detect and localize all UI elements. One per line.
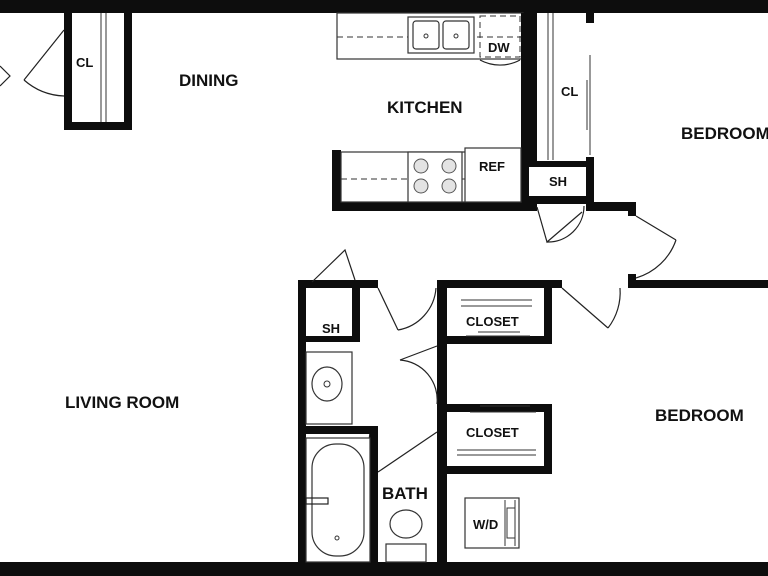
bath-fixtures bbox=[305, 351, 427, 563]
room-label-kitchen: KITCHEN bbox=[387, 98, 463, 117]
closet-label-dining: CL bbox=[76, 55, 93, 70]
kitchen-upper-counter bbox=[336, 12, 524, 66]
room-label-bedroom-2: BEDROOM bbox=[655, 406, 744, 425]
interior-walls bbox=[298, 202, 768, 572]
bedroom-1-closet bbox=[529, 13, 594, 244]
dishwasher-label: DW bbox=[488, 40, 510, 55]
room-label-living-room: LIVING ROOM bbox=[65, 393, 179, 412]
room-label-dining: DINING bbox=[179, 71, 239, 90]
kitchen-lower-counter bbox=[332, 13, 537, 211]
laundry-closet bbox=[464, 497, 520, 549]
room-label-bedroom-1: BEDROOM bbox=[681, 124, 768, 143]
closet-label-lower: CLOSET bbox=[466, 425, 519, 440]
dining-closet bbox=[0, 13, 132, 130]
room-label-bath: BATH bbox=[382, 484, 428, 503]
washer-dryer-label: W/D bbox=[473, 517, 498, 532]
closet-label-upper: CLOSET bbox=[466, 314, 519, 329]
shelf-label-hall-1: SH bbox=[549, 174, 567, 189]
shelf-label-hall-2: SH bbox=[322, 321, 340, 336]
refrigerator-label: REF bbox=[479, 159, 505, 174]
closet-label-bedroom-1: CL bbox=[561, 84, 578, 99]
